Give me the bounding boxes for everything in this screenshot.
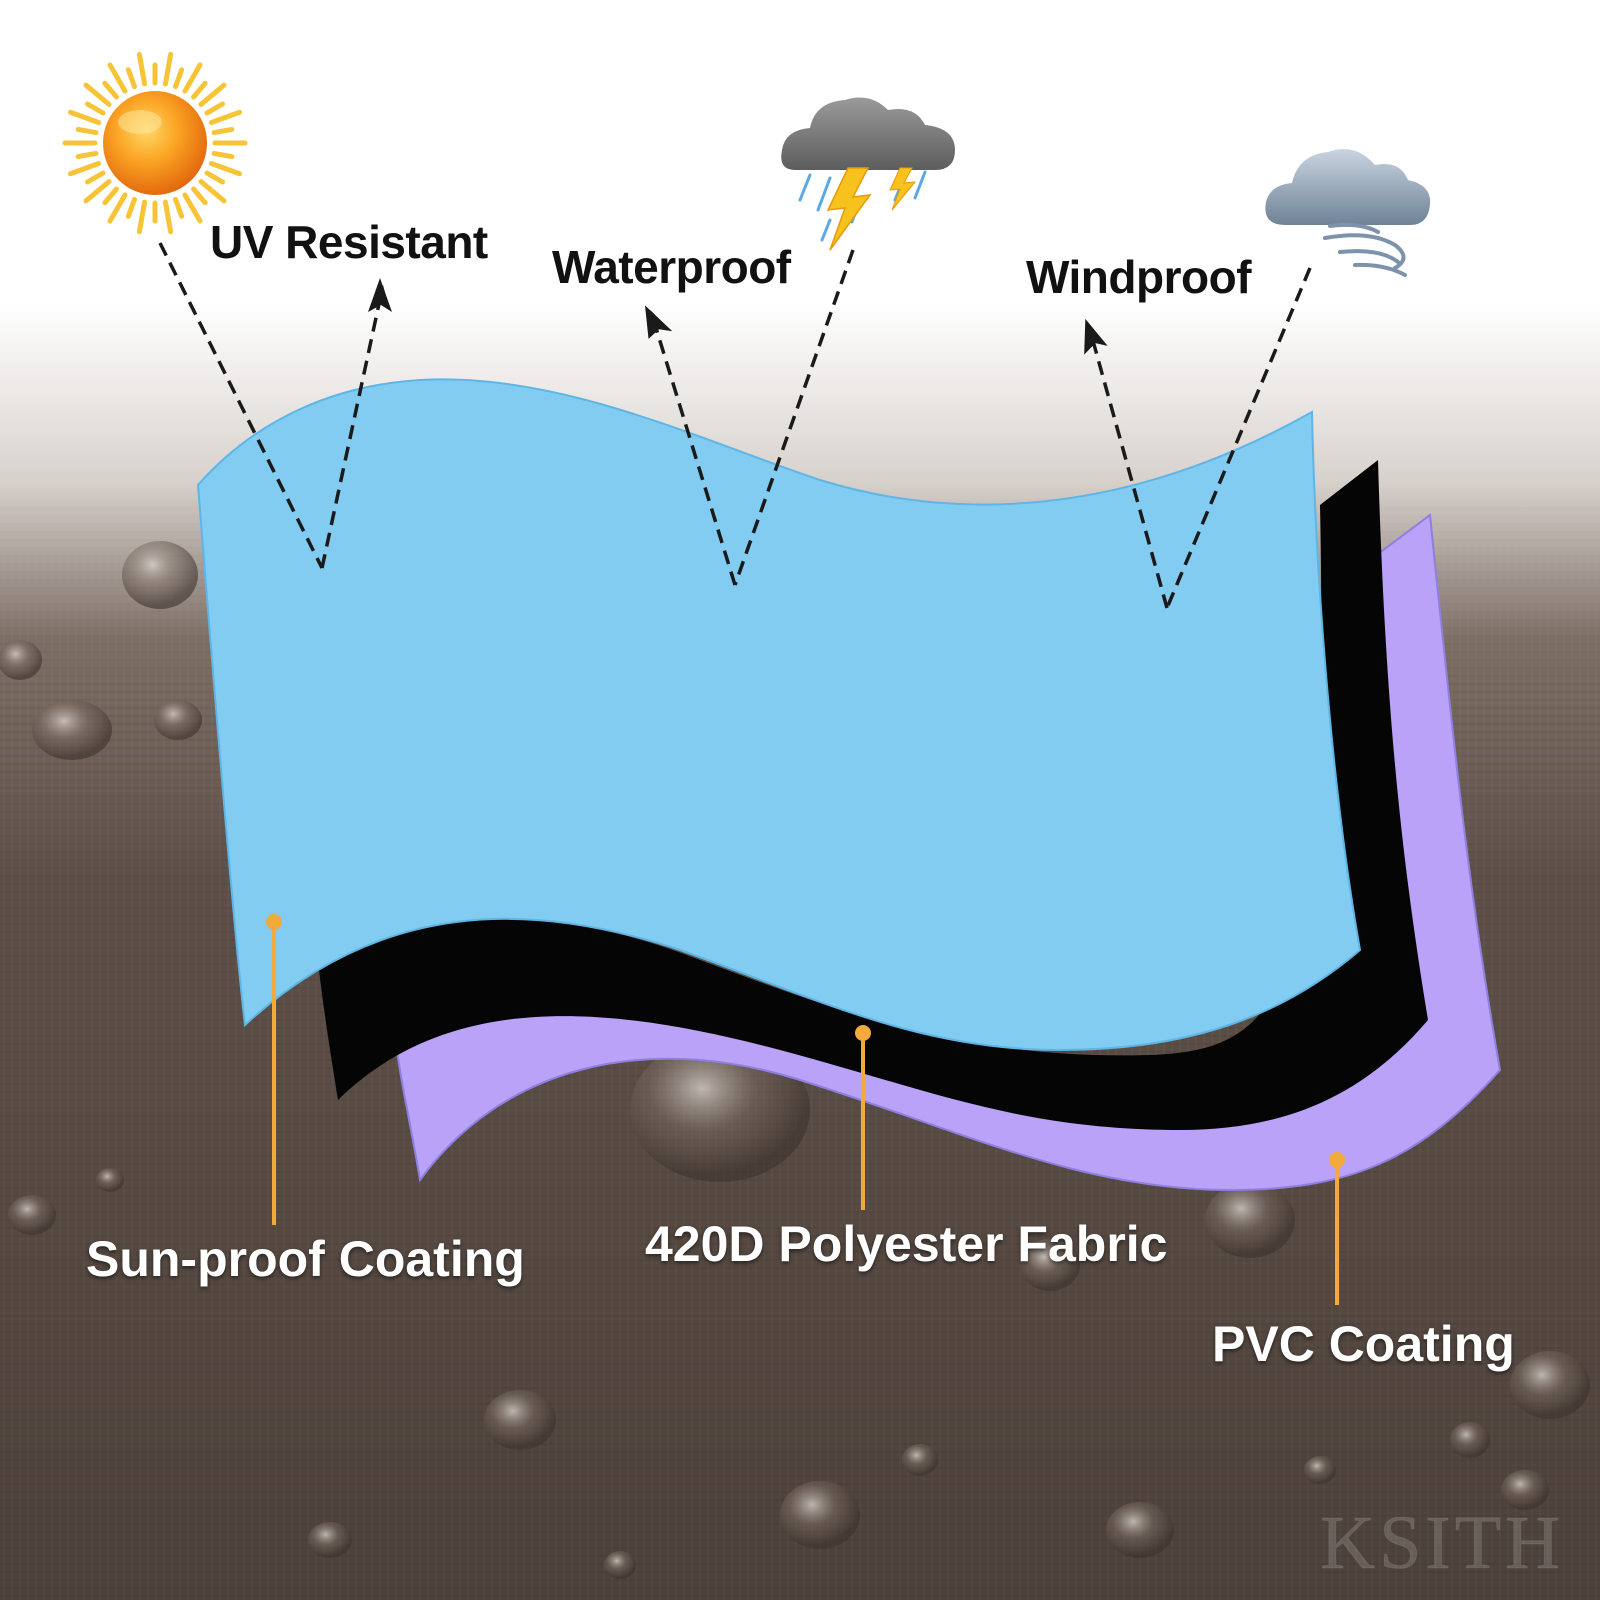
waterproof-arrow	[648, 249, 855, 586]
windproof-arrow	[1086, 267, 1312, 609]
wind-cloud-icon	[1265, 148, 1431, 277]
sun-ray	[102, 186, 119, 206]
droplet	[484, 1390, 556, 1450]
sun-ray	[162, 51, 174, 87]
pvc-leader	[1329, 1152, 1345, 1305]
sun-ray	[191, 80, 208, 100]
droplet	[902, 1444, 938, 1476]
sun-ray	[136, 51, 148, 87]
sun-ray	[211, 126, 235, 136]
sun-ray	[182, 62, 203, 94]
droplet	[1106, 1502, 1174, 1558]
droplet	[604, 1551, 636, 1579]
droplet	[96, 1168, 124, 1192]
droplet	[32, 700, 112, 760]
sun-ray	[102, 80, 119, 100]
sun-ray	[107, 62, 128, 94]
sun-ray	[173, 196, 185, 219]
sun-ray	[191, 186, 208, 206]
droplet	[1450, 1422, 1490, 1458]
uv-arrow	[158, 242, 386, 569]
sunproof-coating-label: Sun-proof Coating	[86, 1231, 525, 1287]
sun-ray	[208, 161, 243, 177]
droplet	[1205, 1182, 1295, 1258]
polyester-fabric-layer	[318, 460, 1428, 1130]
polyester-leader	[855, 1025, 871, 1210]
sun-ray	[208, 109, 243, 125]
sun-ray	[204, 170, 226, 185]
sun-icon	[62, 51, 248, 235]
watermark-logo: KSITH	[1320, 1501, 1564, 1585]
pvc-coating-label: PVC Coating	[1212, 1316, 1515, 1372]
sun-ray	[83, 82, 112, 107]
sun-ray	[162, 199, 174, 235]
sun-ray	[198, 82, 227, 107]
storm-cloud-icon	[781, 97, 955, 251]
waterproof-label: Waterproof	[552, 241, 791, 293]
sun-ray	[204, 101, 226, 116]
droplet	[1020, 1239, 1080, 1291]
sun-ray	[67, 109, 102, 125]
droplet	[8, 1195, 56, 1235]
droplet	[1510, 1351, 1590, 1419]
uv-arrow-head	[368, 278, 392, 312]
sun-ray	[84, 101, 106, 116]
sunproof-leader	[266, 914, 282, 1225]
sun-ray	[211, 150, 235, 160]
polyester-fabric-label: 420D Polyester Fabric	[645, 1216, 1168, 1272]
droplet	[630, 1038, 810, 1182]
sun-ray	[173, 67, 185, 90]
water-droplets	[0, 541, 1590, 1579]
sun-ray	[136, 199, 148, 235]
droplet	[1304, 1456, 1336, 1484]
sun-ray	[67, 161, 102, 177]
windproof-arrow-head	[1084, 318, 1108, 355]
sunproof-coating-layer	[196, 378, 1362, 1052]
sun-ray	[107, 192, 128, 224]
sun-ray	[198, 179, 227, 204]
sun-ray	[75, 126, 99, 136]
droplet	[780, 1481, 860, 1549]
windproof-label: Windproof	[1026, 251, 1252, 303]
droplet	[0, 640, 42, 680]
sun-ray	[125, 67, 137, 90]
sun-ray	[83, 179, 112, 204]
waterproof-arrow-head	[644, 305, 673, 339]
sun-ray	[125, 196, 137, 219]
uv-resistant-label: UV Resistant	[210, 216, 488, 268]
sun-ray	[75, 150, 99, 160]
droplet	[154, 700, 202, 740]
droplet	[1501, 1470, 1549, 1510]
sun-ray	[182, 192, 203, 224]
sun-ray	[84, 170, 106, 185]
droplet	[308, 1522, 352, 1558]
droplet	[122, 541, 198, 609]
